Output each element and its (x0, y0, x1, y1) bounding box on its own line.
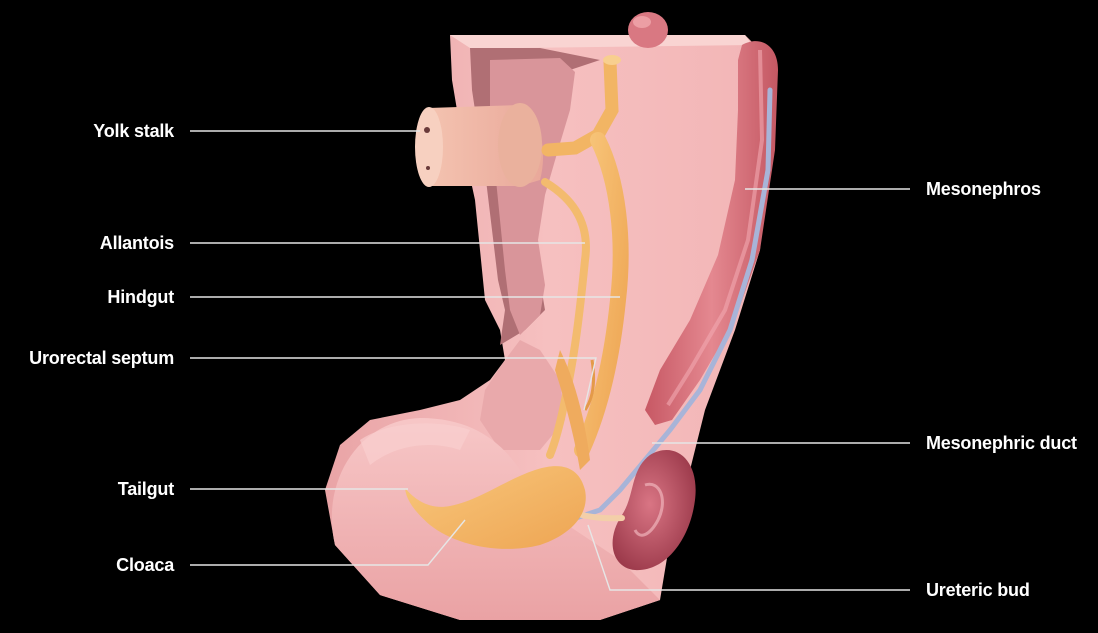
yolk-stalk (415, 103, 543, 187)
label-ureteric-bud: Ureteric bud (926, 579, 1030, 601)
label-mesonephric-duct: Mesonephric duct (926, 432, 1077, 454)
label-allantois: Allantois (100, 232, 174, 254)
label-hindgut: Hindgut (107, 286, 174, 308)
label-tailgut: Tailgut (118, 478, 174, 500)
label-mesonephros: Mesonephros (926, 178, 1041, 200)
label-yolk-stalk: Yolk stalk (93, 120, 174, 142)
label-urorectal-septum: Urorectal septum (29, 347, 174, 369)
label-cloaca: Cloaca (116, 554, 174, 576)
dorsal-bump (628, 12, 668, 48)
